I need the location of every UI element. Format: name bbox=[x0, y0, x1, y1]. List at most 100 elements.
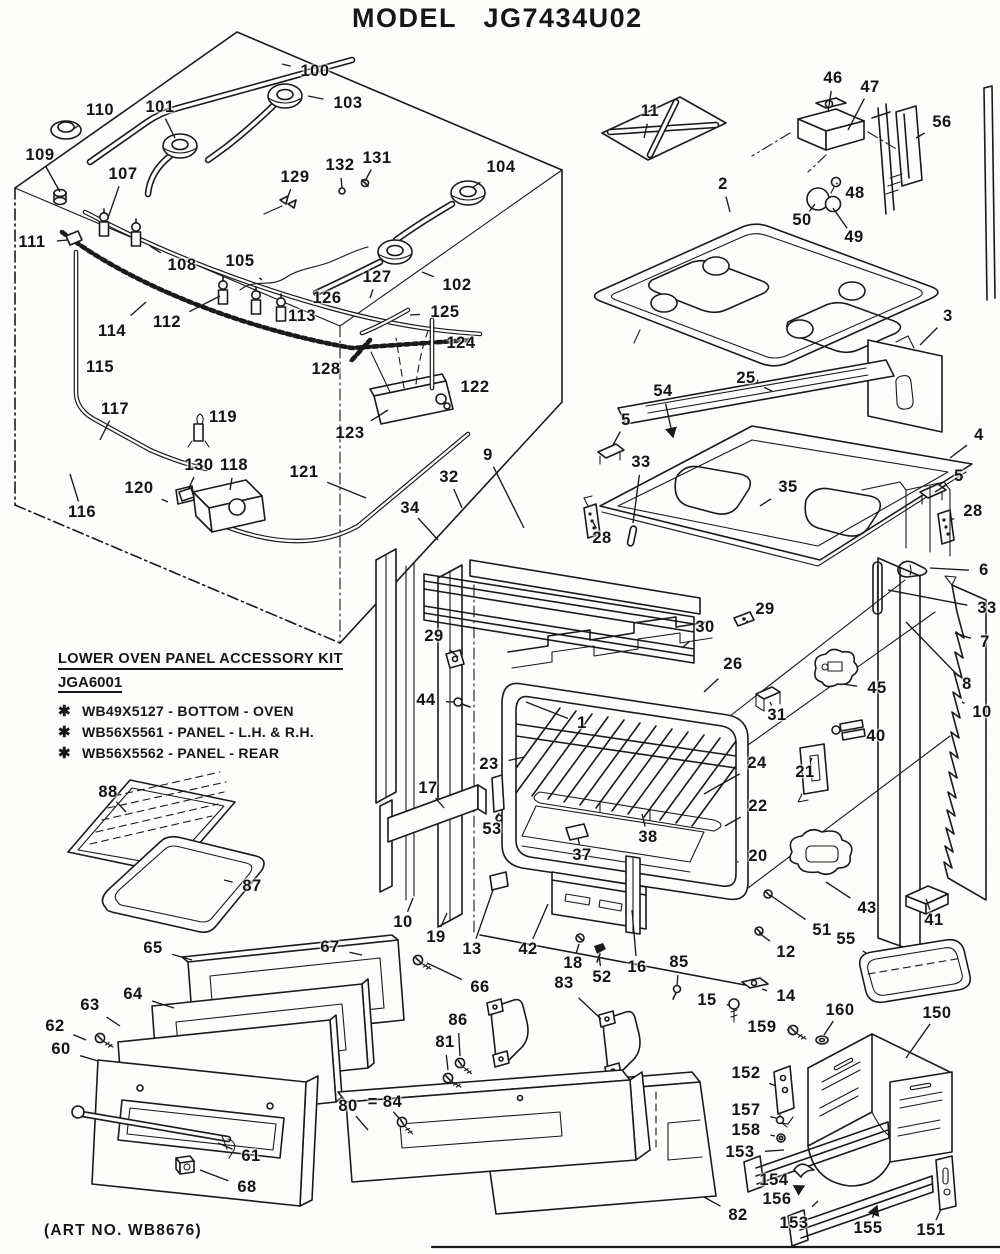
part-label-16: 16 bbox=[627, 958, 647, 977]
accessory-kit-note: LOWER OVEN PANEL ACCESSORY KIT JGA6001 ✱… bbox=[58, 650, 343, 764]
part-label-33: 33 bbox=[977, 599, 997, 618]
accessory-kit-item-text: WB56X5561 - PANEL - L.H. & R.H. bbox=[82, 724, 315, 740]
part-label-31: 31 bbox=[767, 706, 787, 725]
part-label-49: 49 bbox=[844, 228, 864, 247]
part-label-23: 23 bbox=[479, 755, 499, 774]
part-label-30: 30 bbox=[695, 618, 715, 637]
part-label-55: 55 bbox=[836, 930, 856, 949]
part-label-159: 159 bbox=[747, 1018, 777, 1037]
part-label-37: 37 bbox=[572, 846, 592, 865]
part-label-81: 81 bbox=[435, 1033, 455, 1052]
part-label-110: 110 bbox=[85, 101, 115, 120]
part-label-132: 132 bbox=[325, 156, 355, 175]
part-label-43: 43 bbox=[857, 899, 877, 918]
accessory-kit-item-text: WB56X5562 - PANEL - REAR bbox=[82, 745, 280, 761]
part-label-45: 45 bbox=[867, 679, 887, 698]
part-label-3: 3 bbox=[943, 307, 953, 326]
part-label-86: 86 bbox=[448, 1011, 468, 1030]
part-label-151: 151 bbox=[916, 1221, 946, 1240]
part-label-25: 25 bbox=[736, 369, 756, 388]
accessory-kit-item: ✱ WB56X5562 - PANEL - REAR bbox=[58, 743, 343, 764]
part-label-120: 120 bbox=[124, 479, 154, 498]
part-label-116: 116 bbox=[67, 503, 97, 522]
part-label-153: 153 bbox=[779, 1214, 809, 1233]
part-label-155: 155 bbox=[853, 1219, 883, 1238]
part-label-17: 17 bbox=[418, 779, 438, 798]
part-label-15: 15 bbox=[697, 991, 717, 1010]
part-label-66: 66 bbox=[470, 978, 490, 997]
part-label-28: 28 bbox=[592, 529, 612, 548]
part-label-50: 50 bbox=[792, 211, 812, 230]
part-label-108: 108 bbox=[167, 256, 197, 275]
part-label-61: 61 bbox=[241, 1147, 261, 1166]
part-label-67: 67 bbox=[320, 938, 340, 957]
part-label-51: 51 bbox=[812, 921, 832, 940]
part-label-124: 124 bbox=[446, 334, 476, 353]
part-label-12: 12 bbox=[776, 943, 796, 962]
asterisk-bullet-icon: ✱ bbox=[58, 745, 71, 762]
part-label-60: 60 bbox=[51, 1040, 71, 1059]
part-label-85: 85 bbox=[669, 953, 689, 972]
part-label-112: 112 bbox=[152, 313, 182, 332]
part-label-150: 150 bbox=[922, 1004, 952, 1023]
part-label-130: 130 bbox=[184, 456, 214, 475]
part-label-111: 111 bbox=[18, 233, 46, 252]
part-label-64: 64 bbox=[123, 985, 143, 1004]
asterisk-bullet-icon: ✱ bbox=[58, 724, 71, 741]
part-label-28: 28 bbox=[963, 502, 983, 521]
part-label-6: 6 bbox=[979, 561, 989, 580]
part-label-117: 117 bbox=[100, 400, 130, 419]
part-label-34: 34 bbox=[400, 499, 420, 518]
accessory-kit-item-text: WB49X5127 - BOTTOM - OVEN bbox=[82, 703, 294, 719]
part-label-160: 160 bbox=[825, 1001, 855, 1020]
accessory-kit-item: ✱ WB49X5127 - BOTTOM - OVEN bbox=[58, 701, 343, 722]
part-label-26: 26 bbox=[723, 655, 743, 674]
part-label-125: 125 bbox=[430, 303, 460, 322]
part-label-80: 80 bbox=[338, 1097, 358, 1116]
part-label-153: 153 bbox=[725, 1143, 755, 1162]
accessory-kit-heading: LOWER OVEN PANEL ACCESSORY KIT bbox=[58, 651, 343, 670]
part-label-83: 83 bbox=[554, 974, 574, 993]
part-label-18: 18 bbox=[563, 954, 583, 973]
accessory-kit-number: JGA6001 bbox=[58, 674, 123, 693]
part-label-10: 10 bbox=[972, 703, 992, 722]
part-label-156: 156 bbox=[762, 1190, 792, 1209]
part-label-20: 20 bbox=[748, 847, 768, 866]
part-label-41: 41 bbox=[924, 911, 944, 930]
part-label-127: 127 bbox=[362, 268, 392, 287]
part-label-62: 62 bbox=[45, 1017, 65, 1036]
part-label-84: = 84 bbox=[367, 1093, 403, 1112]
part-label-5: 5 bbox=[621, 411, 631, 430]
accessory-kit-item: ✱ WB56X5561 - PANEL - L.H. & R.H. bbox=[58, 722, 343, 743]
part-label-158: 158 bbox=[731, 1121, 761, 1140]
part-label-128: 128 bbox=[311, 360, 341, 379]
part-label-100: 100 bbox=[300, 62, 330, 81]
part-label-53: 53 bbox=[482, 820, 502, 839]
part-label-29: 29 bbox=[424, 627, 444, 646]
part-label-32: 32 bbox=[439, 468, 459, 487]
part-label-54: 54 bbox=[653, 382, 673, 401]
part-label-35: 35 bbox=[778, 478, 798, 497]
part-label-113: 113 bbox=[287, 307, 317, 326]
part-label-42: 42 bbox=[518, 940, 538, 959]
part-label-40: 40 bbox=[866, 727, 886, 746]
part-label-19: 19 bbox=[426, 928, 446, 947]
part-label-105: 105 bbox=[225, 252, 255, 271]
part-label-38: 38 bbox=[638, 828, 658, 847]
art-number: (ART NO. WB8676) bbox=[44, 1222, 202, 1239]
part-label-63: 63 bbox=[80, 996, 100, 1015]
part-label-9: 9 bbox=[483, 446, 493, 465]
part-label-24: 24 bbox=[747, 754, 767, 773]
part-label-13: 13 bbox=[462, 940, 482, 959]
part-label-126: 126 bbox=[312, 289, 342, 308]
diagram-title: MODEL JG7434U02 bbox=[352, 3, 643, 33]
part-label-103: 103 bbox=[333, 94, 363, 113]
part-label-118: 118 bbox=[219, 456, 249, 475]
part-label-123: 123 bbox=[335, 424, 365, 443]
part-label-46: 46 bbox=[823, 69, 843, 88]
part-label-4: 4 bbox=[974, 426, 984, 445]
part-label-109: 109 bbox=[25, 146, 55, 165]
asterisk-bullet-icon: ✱ bbox=[58, 703, 71, 720]
part-label-21: 21 bbox=[795, 763, 815, 782]
part-label-114: 114 bbox=[97, 322, 127, 341]
